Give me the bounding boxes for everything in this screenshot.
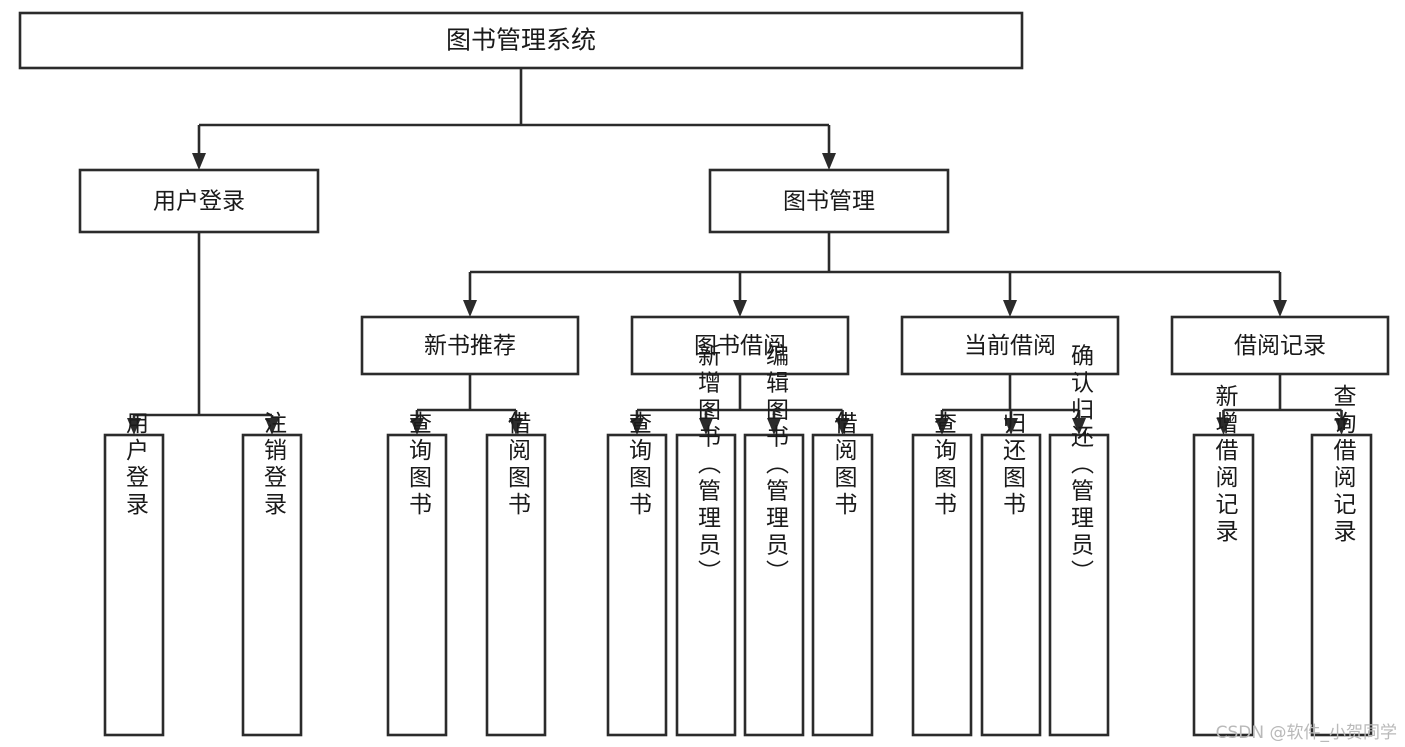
arrow-head-new-book-rec [463, 300, 477, 317]
node-box-leaf-logout [241, 433, 303, 737]
node-leaf-add-book[interactable]: 新增图书（管理员） [675, 344, 737, 737]
arrow-head-current-borrow [1003, 300, 1017, 317]
node-leaf-confirm-return[interactable]: 确认归还（管理员） [1048, 344, 1110, 737]
node-box-leaf-return-book [980, 433, 1042, 737]
connector-layer [127, 68, 1349, 435]
node-box-root [18, 11, 1024, 70]
node-label-leaf-query-book-bor: 查询图书 [625, 411, 653, 519]
node-label-leaf-add-book: 新增图书（管理员） [694, 344, 722, 587]
arrow-head-leaf-borrow-book-rec [509, 418, 523, 435]
node-label-leaf-logout: 注销登录 [260, 411, 288, 519]
node-leaf-borrow-book-rec[interactable]: 借阅图书 [485, 411, 547, 737]
node-label-leaf-edit-book: 编辑图书（管理员） [762, 344, 790, 587]
node-leaf-query-book-rec[interactable]: 查询图书 [386, 411, 448, 737]
node-box-leaf-add-record [1192, 433, 1255, 737]
arrow-head-leaf-logout [265, 418, 279, 435]
node-new-book-rec[interactable]: 新书推荐 [360, 315, 580, 376]
node-label-leaf-borrow-book-rec: 借阅图书 [504, 411, 532, 519]
arrow-head-leaf-confirm-return [1072, 418, 1086, 435]
node-box-leaf-borrow-book-rec [485, 433, 547, 737]
node-label-book-borrow: 图书借阅 [694, 333, 786, 359]
node-label-leaf-query-book-rec: 查询图书 [405, 411, 433, 519]
arrow-head-leaf-edit-book [767, 418, 781, 435]
node-box-leaf-query-book-rec [386, 433, 448, 737]
node-label-book-manage: 图书管理 [783, 189, 875, 215]
node-user-login[interactable]: 用户登录 [78, 168, 320, 234]
node-leaf-edit-book[interactable]: 编辑图书（管理员） [743, 344, 805, 737]
node-box-leaf-query-book-cur [911, 433, 973, 737]
node-box-current-borrow [900, 315, 1120, 376]
node-label-borrow-record: 借阅记录 [1234, 333, 1326, 359]
arrow-head-book-borrow [733, 300, 747, 317]
node-label-user-login: 用户登录 [153, 189, 245, 215]
node-label-leaf-borrow-book: 借阅图书 [830, 411, 858, 519]
arrow-head-leaf-query-book-bor [630, 418, 644, 435]
arrow-head-leaf-add-book [699, 418, 713, 435]
node-borrow-record[interactable]: 借阅记录 [1170, 315, 1390, 376]
node-label-new-book-rec: 新书推荐 [424, 333, 516, 359]
node-layer: 图书管理系统用户登录图书管理新书推荐图书借阅当前借阅借阅记录用户登录注销登录查询… [18, 11, 1390, 737]
arrow-head-leaf-borrow-book [835, 418, 850, 435]
node-root[interactable]: 图书管理系统 [18, 11, 1024, 70]
node-current-borrow[interactable]: 当前借阅 [900, 315, 1120, 376]
arrow-head-book-manage [822, 153, 836, 170]
node-book-manage[interactable]: 图书管理 [708, 168, 950, 234]
node-leaf-query-book-bor[interactable]: 查询图书 [606, 411, 668, 737]
arrow-head-borrow-record [1273, 300, 1287, 317]
node-box-borrow-record [1170, 315, 1390, 376]
node-leaf-return-book[interactable]: 归还图书 [980, 411, 1042, 737]
node-box-leaf-query-record [1310, 433, 1373, 737]
node-box-leaf-user-login [103, 433, 165, 737]
node-box-leaf-borrow-book [811, 433, 874, 737]
node-leaf-add-record[interactable]: 新增借阅记录 [1192, 384, 1255, 737]
arrow-head-leaf-query-book-rec [410, 418, 424, 435]
node-book-borrow[interactable]: 图书借阅 [630, 315, 850, 376]
arrow-head-leaf-user-login [127, 418, 141, 435]
node-label-leaf-query-book-cur: 查询图书 [930, 411, 958, 519]
node-leaf-user-login[interactable]: 用户登录 [103, 411, 165, 737]
node-label-leaf-add-record: 新增借阅记录 [1211, 384, 1239, 546]
node-label-leaf-query-record: 查询借阅记录 [1329, 384, 1357, 546]
node-box-book-manage [708, 168, 950, 234]
node-label-leaf-confirm-return: 确认归还（管理员） [1067, 344, 1095, 587]
node-box-new-book-rec [360, 315, 580, 376]
node-leaf-query-record[interactable]: 查询借阅记录 [1310, 384, 1373, 737]
arrow-head-user-login [192, 153, 206, 170]
node-box-leaf-add-book [675, 433, 737, 737]
node-box-book-borrow [630, 315, 850, 376]
node-label-leaf-return-book: 归还图书 [999, 411, 1027, 519]
node-box-leaf-confirm-return [1048, 433, 1110, 737]
node-box-leaf-query-book-bor [606, 433, 668, 737]
arrow-head-leaf-query-record [1334, 418, 1349, 435]
node-leaf-logout[interactable]: 注销登录 [241, 411, 303, 737]
arrow-head-leaf-query-book-cur [935, 418, 949, 435]
node-label-current-borrow: 当前借阅 [964, 333, 1056, 359]
node-box-leaf-edit-book [743, 433, 805, 737]
node-leaf-query-book-cur[interactable]: 查询图书 [911, 411, 973, 737]
watermark-label: CSDN @软件_小贺同学 [1215, 723, 1397, 743]
node-leaf-borrow-book[interactable]: 借阅图书 [811, 411, 874, 737]
arrow-head-leaf-return-book [1004, 418, 1018, 435]
arrow-head-leaf-add-record [1216, 418, 1231, 435]
node-box-user-login [78, 168, 320, 234]
node-label-root: 图书管理系统 [446, 26, 596, 55]
node-label-leaf-user-login: 用户登录 [122, 411, 150, 519]
